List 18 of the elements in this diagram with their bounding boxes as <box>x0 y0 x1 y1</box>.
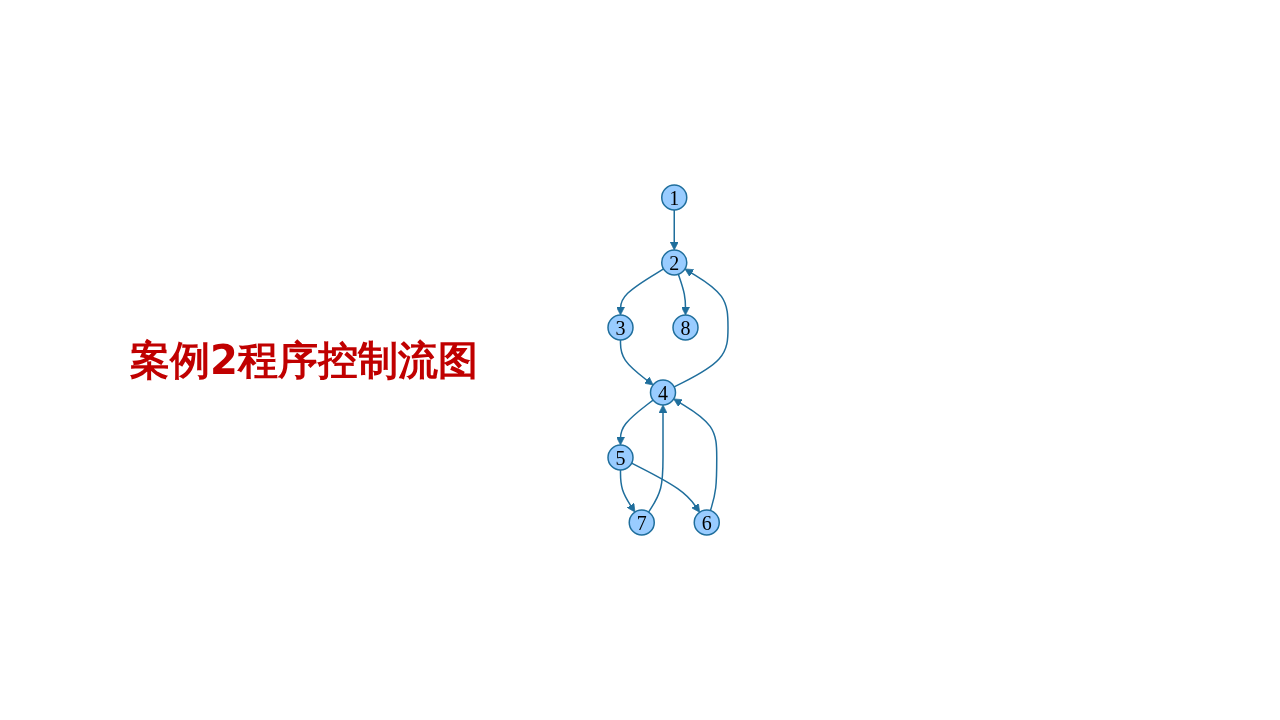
arrow <box>630 462 701 513</box>
arrow <box>616 268 665 316</box>
arrow <box>677 273 690 316</box>
arrow <box>647 404 668 513</box>
node-circle: 6 <box>693 509 720 536</box>
node-circle: 5 <box>607 444 634 471</box>
arrow <box>673 398 718 512</box>
arrow <box>616 399 654 446</box>
arrow <box>669 209 679 251</box>
arrow <box>619 469 636 513</box>
node-circle: 4 <box>649 379 677 406</box>
node-circle: 7 <box>628 509 655 536</box>
node-circle: 8 <box>672 314 699 341</box>
arrow <box>619 339 654 386</box>
node-circle: 3 <box>607 314 634 341</box>
diagram-title: 案例2程序控制流图 <box>129 335 479 385</box>
node-circle: 1 <box>661 184 688 211</box>
node-circle: 2 <box>661 249 688 276</box>
